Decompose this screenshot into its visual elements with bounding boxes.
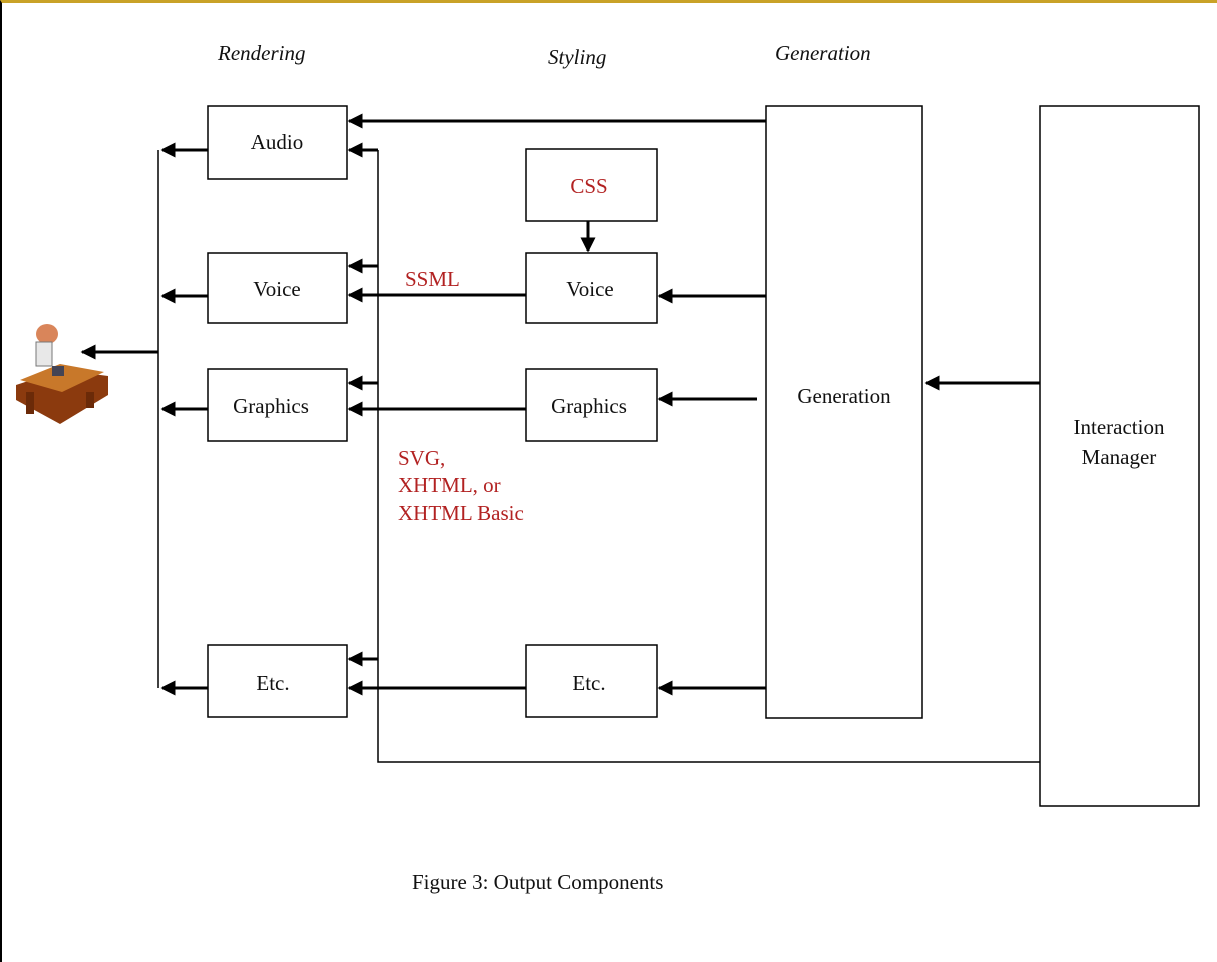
interaction-manager-box bbox=[1039, 105, 1200, 807]
styling-voice-box bbox=[525, 252, 658, 324]
rendering-voice-label: Voice bbox=[253, 277, 300, 301]
interaction-manager-loop-line bbox=[377, 150, 1040, 763]
rendering-voice-box bbox=[207, 252, 348, 324]
generation-box-label: Generation bbox=[797, 384, 891, 408]
rendering-etc-box bbox=[207, 644, 348, 718]
rendering-graphics-label: Graphics bbox=[233, 394, 309, 418]
styling-voice-label: Voice bbox=[566, 277, 613, 301]
ssml-annotation: SSML bbox=[405, 267, 460, 291]
heading-styling: Styling bbox=[548, 45, 606, 69]
figure-caption: Figure 3: Output Components bbox=[412, 870, 663, 894]
heading-rendering: Rendering bbox=[217, 41, 305, 65]
styling-css-box bbox=[525, 148, 658, 222]
rendering-audio-box bbox=[207, 105, 348, 180]
rendering-audio-label: Audio bbox=[251, 130, 304, 154]
markup-annotation-line1: SVG, bbox=[398, 446, 445, 470]
rendering-graphics-box bbox=[207, 368, 348, 442]
styling-graphics-box bbox=[525, 368, 658, 442]
interaction-manager-label-line2: Manager bbox=[1082, 445, 1157, 469]
markup-annotation-line2: XHTML, or bbox=[398, 473, 501, 497]
styling-etc-box bbox=[525, 644, 658, 718]
styling-etc-label: Etc. bbox=[572, 671, 605, 695]
user-at-desk-icon bbox=[16, 324, 108, 424]
heading-generation: Generation bbox=[775, 41, 871, 65]
rendering-etc-label: Etc. bbox=[256, 671, 289, 695]
markup-annotation-line3: XHTML Basic bbox=[398, 501, 524, 525]
styling-graphics-label: Graphics bbox=[551, 394, 627, 418]
generation-box bbox=[765, 105, 923, 719]
styling-css-label: CSS bbox=[570, 174, 607, 198]
interaction-manager-label-line1: Interaction bbox=[1074, 415, 1165, 439]
